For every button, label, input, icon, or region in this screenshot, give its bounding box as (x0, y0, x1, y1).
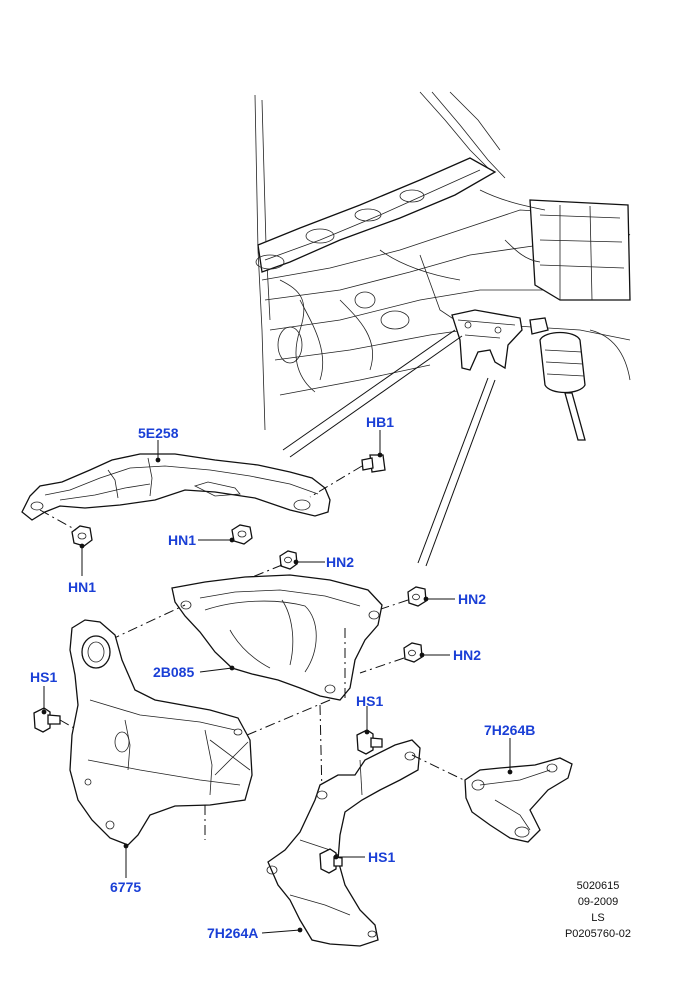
bracket-7h264a (266, 739, 421, 947)
callout-hn2-mid: HN2 (458, 591, 486, 607)
callout-2b085: 2B085 (153, 664, 194, 680)
vehicle-front-structure-illustration (254, 91, 631, 441)
nut-hn2-top (279, 550, 298, 570)
callout-hs1-mid: HS1 (356, 693, 383, 709)
bracket-7h264b (464, 757, 573, 843)
callout-hs1-low: HS1 (368, 849, 395, 865)
diagram-ref: P0205760-02 (564, 928, 632, 940)
bolt-hs1-mid (356, 729, 383, 755)
bracket-6775 (69, 619, 253, 846)
callout-hn1-right: HN1 (168, 532, 196, 548)
callout-7h264a: 7H264A (207, 925, 258, 941)
nut-hn2-mid (407, 586, 427, 607)
callout-hn2-top: HN2 (326, 554, 354, 570)
heat-shield-5e258 (21, 453, 331, 521)
callout-hn2-low: HN2 (453, 647, 481, 663)
callout-hb1: HB1 (366, 414, 394, 430)
callout-hn1-left: HN1 (68, 579, 96, 595)
nut-hn1-left (71, 525, 93, 547)
callout-7h264b: 7H264B (484, 722, 535, 738)
bolt-hs1-left (33, 707, 61, 733)
diagram-reference-block: 5020615 09-2009 LS P0205760-02 (548, 878, 648, 942)
diagram-code: 5020615 (576, 880, 620, 892)
callout-5e258: 5E258 (138, 425, 179, 441)
nut-hn1-right (231, 524, 253, 545)
callout-6775: 6775 (110, 879, 141, 895)
diagram-model: LS (591, 912, 605, 924)
nut-hn2-low (403, 642, 423, 663)
bolt-hb1 (361, 454, 386, 473)
callout-hs1-left: HS1 (30, 669, 57, 685)
shield-2b085 (171, 574, 383, 701)
diagram-date: 09-2009 (577, 896, 619, 908)
